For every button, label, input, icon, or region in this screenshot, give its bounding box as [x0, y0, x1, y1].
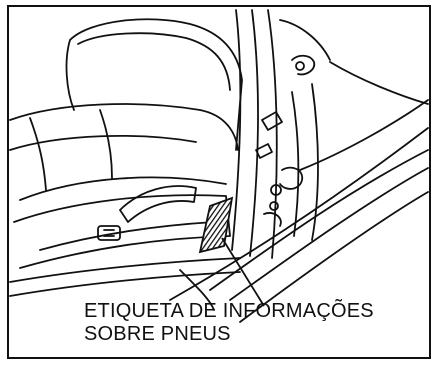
- callout-line-2: SOBRE PNEUS: [84, 323, 231, 345]
- figure-frame: [7, 5, 431, 359]
- door-pillar-illustration: [169, 9, 429, 323]
- seat-illustration: [9, 18, 243, 297]
- tire-label-icon: [198, 196, 234, 254]
- callout-line-1: ETIQUETA DE INFORMAÇÕES: [84, 300, 374, 322]
- leader-line: [221, 237, 265, 307]
- tire-label-callout: ETIQUETA DE INFORMAÇÕES SOBRE PNEUS: [84, 300, 424, 346]
